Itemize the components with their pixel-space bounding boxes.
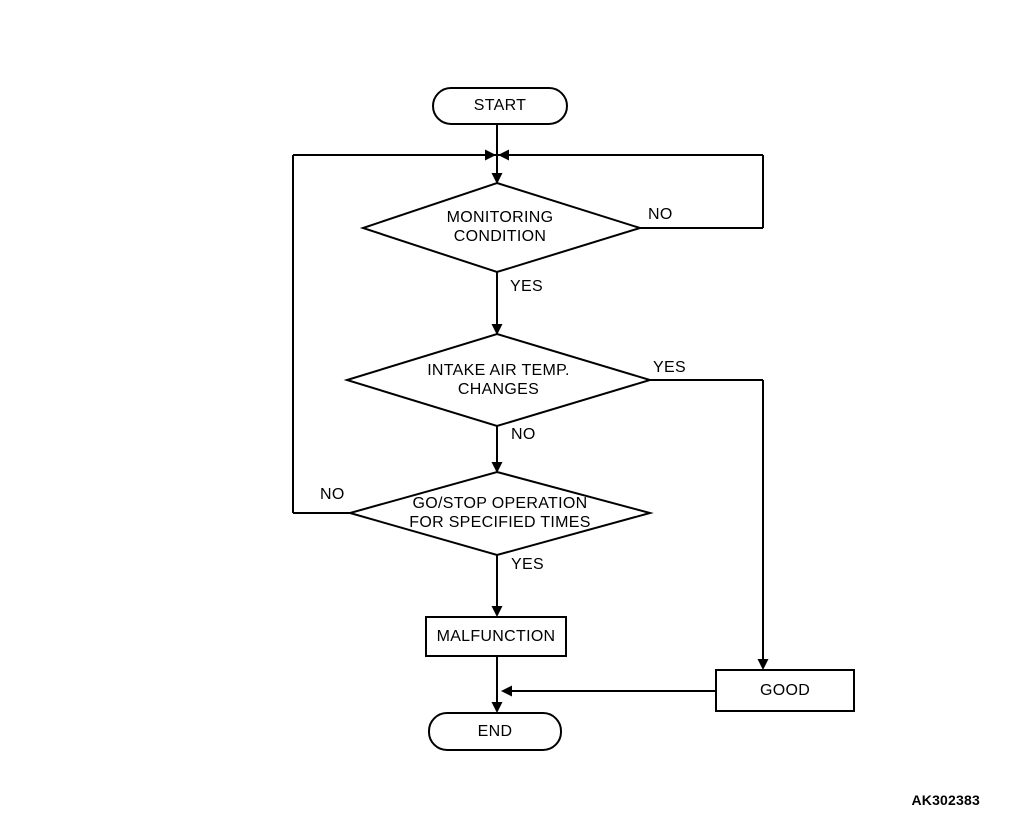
monitoring-condition-diamond (359, 181, 644, 274)
arrow-good-into-end-line (501, 685, 512, 697)
good-node: GOOD (715, 669, 855, 712)
good-label: GOOD (759, 681, 811, 699)
label-monitoring-no: NO (648, 206, 673, 223)
go-stop-operation-label: GO/STOP OPERATION FOR SPECIFIED TIMES (409, 495, 591, 531)
arrow-into-monitoring (491, 173, 503, 184)
end-label: END (477, 722, 513, 740)
figure-code: AK302383 (911, 792, 980, 808)
arrow-into-junction-from-right (498, 149, 509, 161)
arrow-into-gostop (491, 462, 503, 473)
label-gostop-yes: YES (511, 556, 544, 573)
intake-air-temp-diamond (343, 332, 654, 428)
arrow-into-junction-from-left (485, 149, 496, 161)
malfunction-node: MALFUNCTION (425, 616, 567, 657)
arrow-into-good (757, 659, 769, 670)
arrow-into-malfunction (491, 606, 503, 617)
intake-air-temp-label: INTAKE AIR TEMP. CHANGES (427, 362, 570, 398)
monitoring-condition-label: MONITORING CONDITION (446, 209, 554, 245)
arrow-into-intake (491, 324, 503, 335)
label-monitoring-yes: YES (510, 278, 543, 295)
start-label: START (473, 97, 527, 114)
label-intake-no: NO (511, 426, 536, 443)
arrow-into-end (491, 702, 503, 713)
label-gostop-no: NO (320, 486, 345, 503)
label-intake-yes: YES (653, 359, 686, 376)
start-node: START (432, 87, 568, 125)
end-node: END (428, 712, 562, 751)
malfunction-label: MALFUNCTION (436, 627, 556, 645)
go-stop-operation-diamond (346, 470, 654, 557)
